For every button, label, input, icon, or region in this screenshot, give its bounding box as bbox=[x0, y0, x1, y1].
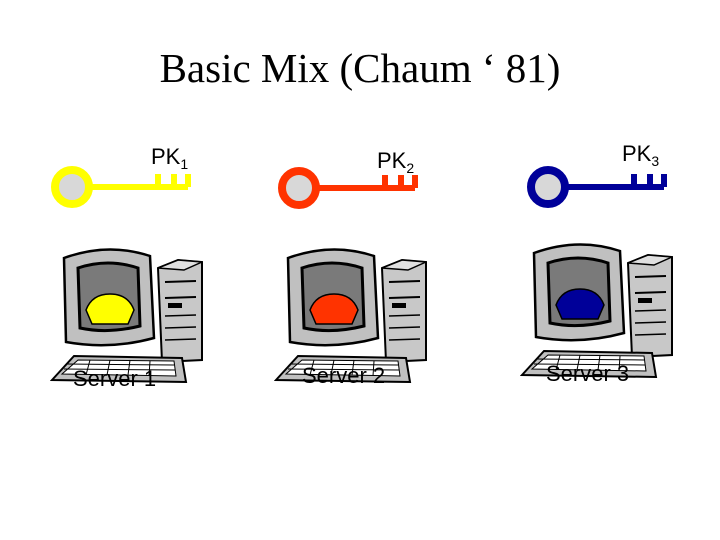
key-icon-pk3 bbox=[527, 166, 667, 208]
computer-icon-server2 bbox=[274, 247, 428, 384]
key-bow bbox=[51, 166, 93, 208]
key-label-pk1: PK1 bbox=[151, 144, 188, 172]
key-icon-pk1 bbox=[51, 166, 191, 208]
computer-icon-server1 bbox=[50, 247, 204, 384]
key-blade bbox=[90, 174, 191, 190]
key-blade bbox=[317, 175, 418, 191]
key-label-text: PK bbox=[622, 141, 652, 166]
server-label-3: Server 3 bbox=[546, 361, 630, 386]
server-label-2: Server 2 bbox=[302, 363, 386, 388]
key-label-pk3: PK3 bbox=[622, 141, 659, 169]
monitor-stand bbox=[85, 293, 135, 325]
computer-icon-server3 bbox=[520, 242, 674, 379]
monitor-stand bbox=[309, 293, 359, 325]
key-label-text: PK bbox=[377, 148, 407, 173]
key-blade bbox=[566, 174, 667, 190]
key-bow bbox=[278, 167, 320, 209]
server-label-1: Server 1 bbox=[73, 366, 157, 391]
monitor-stand bbox=[555, 288, 605, 320]
key-label-pk2: PK2 bbox=[377, 148, 414, 176]
key-label-subscript: 1 bbox=[180, 156, 189, 172]
key-label-subscript: 3 bbox=[651, 153, 660, 169]
key-label-text: PK bbox=[151, 144, 181, 169]
key-icon-pk2 bbox=[278, 167, 418, 209]
slide-title: Basic Mix (Chaum ‘ 81) bbox=[159, 45, 561, 91]
key-label-subscript: 2 bbox=[406, 160, 415, 176]
key-bow bbox=[527, 166, 569, 208]
